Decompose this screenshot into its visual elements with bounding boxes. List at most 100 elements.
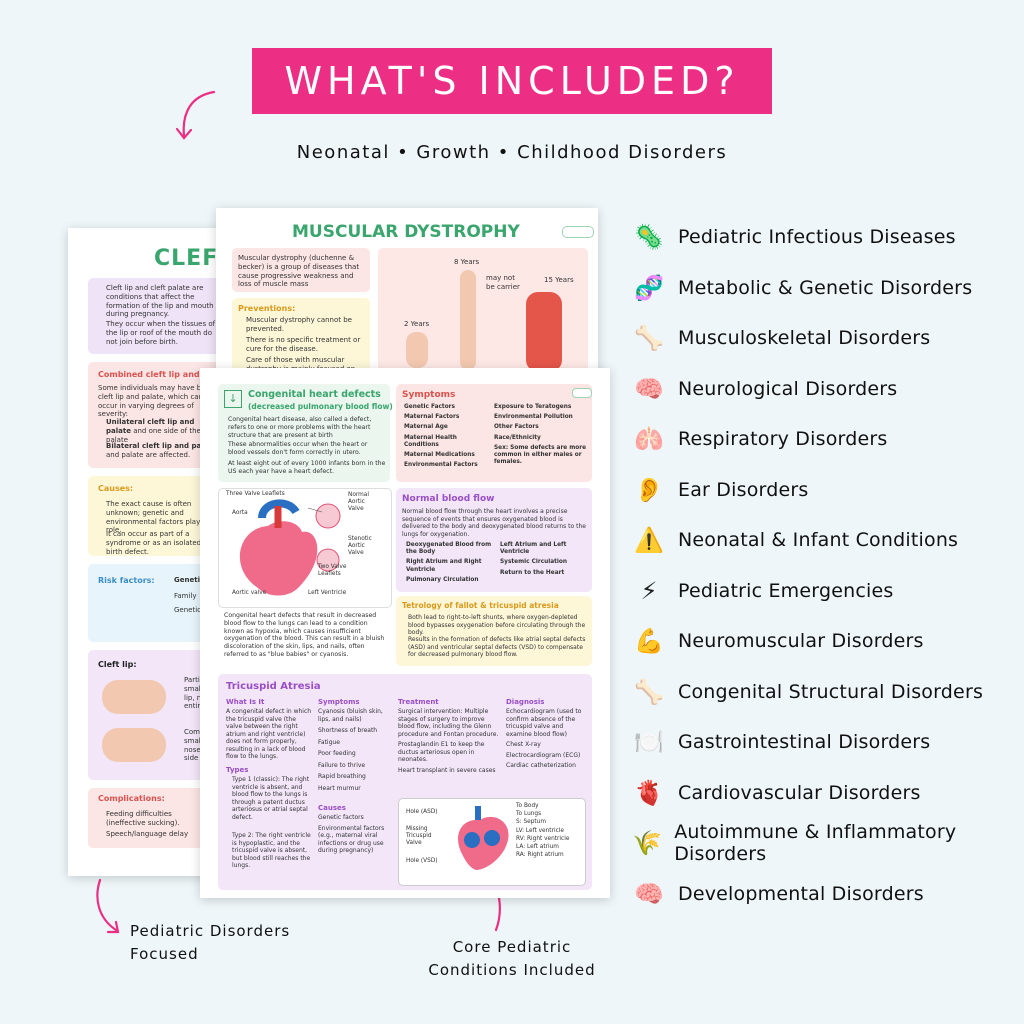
symptom-item: Environmental Factors <box>404 462 478 469</box>
what-heading: What Is It <box>226 698 265 706</box>
cleft-intro-p2: They occur when the tissues of the lip o… <box>106 320 216 346</box>
category-label: Developmental Disorders <box>678 882 924 905</box>
ta-legend-item: S: Septum <box>516 819 546 826</box>
chd-point-3: At least eight out of every 1000 infants… <box>228 460 386 475</box>
tof-point-2: Results in the formation of defects like… <box>408 636 586 658</box>
category-label: Pediatric Infectious Diseases <box>678 226 956 249</box>
md-intro-box <box>232 248 370 292</box>
category-label: Autoimmune & Inflammatory Disorders <box>674 821 957 866</box>
hypoxia-text: Congenital heart defects that result in … <box>224 612 385 658</box>
ta-symptoms-heading: Symptoms <box>318 698 360 706</box>
cleft-lip-illustration-2 <box>102 728 166 762</box>
md-age-2: 8 Years <box>454 258 480 266</box>
cleft-lip-illustration-1 <box>102 680 166 714</box>
sheet-heart-tab <box>572 388 592 398</box>
bone-icon: 🦴 <box>634 324 664 353</box>
category-item: 🍽️Gastrointestinal Disorders <box>632 717 1012 768</box>
ear-icon: 👂 <box>634 475 664 504</box>
lungs-icon: 🫁 <box>634 425 664 454</box>
ta-symptom-item: Rapid breathing <box>318 773 366 780</box>
ta-symptom-item: Heart murmur <box>318 784 361 792</box>
ta-treatment-heading: Treatment <box>398 698 439 706</box>
category-label: Neuromuscular Disorders <box>678 630 924 653</box>
diag-label-three-valve: Three Valve Leaflets <box>226 491 285 497</box>
normal-blood-flow-heading: Normal blood flow <box>402 494 495 504</box>
ta-legend-item: LA: Left atrium <box>516 844 559 851</box>
ta-legend-item: RV: Right ventricle <box>516 835 570 842</box>
chd-point-2: These abnormalities occur when the heart… <box>228 441 368 456</box>
md-child-figure <box>406 332 428 368</box>
ta-symptoms-list: Cyanosis (bluish skin, lips, and nails)S… <box>318 708 394 796</box>
category-item: 🧠Neurological Disorders <box>632 364 1012 415</box>
type-2: Type 2: The right ventricle is hypoplast… <box>232 832 311 869</box>
dna-icon: 🧬 <box>634 273 664 302</box>
ta-treatment-item: Heart transplant in severe cases <box>398 766 496 774</box>
ta-legend-item: To Body <box>516 803 539 809</box>
symptom-item: Exposure to Teratogens <box>494 404 572 410</box>
category-item: 🦴 Musculoskeletal Disorders <box>632 313 1012 364</box>
tricuspid-heading: Tricuspid Atresia <box>226 681 321 692</box>
ta-legend-item: LV: Left ventricle <box>516 827 564 834</box>
cleft-combined-heading: Combined cleft lip and <box>98 370 200 379</box>
subtitle: Neonatal • Growth • Childhood Disorders <box>296 142 728 163</box>
tof-box <box>396 596 592 666</box>
cleft-risk-heading: Risk factors: <box>98 576 155 585</box>
heart-icon: 🫀 <box>634 778 664 807</box>
category-label: Gastrointestinal Disorders <box>678 731 931 754</box>
category-label: Ear Disorders <box>678 478 809 501</box>
symptom-item: Race/Ethnicity <box>494 434 541 441</box>
cleft-causes-1: The exact cause is often unknown; geneti… <box>106 500 207 535</box>
cleft-causes-heading: Causes: <box>98 484 134 493</box>
md-tab <box>562 226 594 238</box>
category-item: 👂 Ear Disorders <box>632 465 1012 516</box>
brain-icon: 🧠 <box>634 879 664 908</box>
category-item: 🫀 Cardiovascular Disorders <box>632 768 1012 819</box>
cleft-comp-1: Feeding difficulties (ineffective suckin… <box>106 810 180 827</box>
cleft-risk-2: Genetic <box>174 606 202 614</box>
title-banner: WHAT'S INCLUDED? <box>252 48 772 114</box>
ta-symptom-item: Shortness of breath <box>318 727 378 734</box>
ta-diagnosis-item: Chest X-ray <box>506 741 541 748</box>
blood-flow-step: Right Atrium and Right Ventricle <box>406 559 482 573</box>
md-age-1: 2 Years <box>404 320 430 328</box>
ta-diagnosis-item: Electrocardiogram (ECG) <box>506 751 581 759</box>
blood-flow-step: Deoxygenated Blood from the Body <box>406 542 492 556</box>
category-list: 🦠Pediatric Infectious Diseases🧬Metabolic… <box>632 212 1012 919</box>
bone-icon: 🦴 <box>634 677 664 706</box>
sheet-heart: ↓ Congenital heart defects (decreased pu… <box>200 368 610 898</box>
ta-symptom-item: Fatigue <box>318 738 340 746</box>
blood-flow-step: Systemic Circulation <box>500 559 568 566</box>
category-item: 🦴Congenital Structural Disorders <box>632 667 1012 718</box>
diag-label-stenotic: Stenotic Aortic Valve <box>348 536 372 557</box>
symptom-item: Maternal Health Conditions <box>404 434 457 448</box>
symptom-item: Maternal Factors <box>404 414 460 421</box>
symptom-item: Environmental Pollution <box>494 414 573 421</box>
cleft-risk-sub: Genetic <box>174 576 205 584</box>
ta-symptom-item: Failure to thrive <box>318 761 366 769</box>
cleft-causes-2: It can occur as part of a syndrome or as… <box>106 530 202 556</box>
ta-cause-item: Genetic factors <box>318 814 364 821</box>
arrow-top-left-icon <box>175 90 216 140</box>
md-intro: Muscular dystrophy (duchenne & becker) i… <box>238 254 360 289</box>
note-core-conditions: Core Pediatric Conditions Included <box>428 938 596 979</box>
category-label: Musculoskeletal Disorders <box>678 327 931 350</box>
cleft-combined-text: Some individuals may have both cleft lip… <box>98 384 213 419</box>
normal-blood-flow-box <box>396 488 592 592</box>
ta-diagnosis-item: Cardiac catheterization <box>506 762 576 769</box>
types-heading: Types <box>226 766 249 774</box>
category-item: 💪Neuromuscular Disorders <box>632 616 1012 667</box>
md-note-1: may not be carrier <box>486 274 520 291</box>
category-item: 🫁Respiratory Disorders <box>632 414 1012 465</box>
wheat-icon: 🌾 <box>632 829 663 858</box>
heart-diagram <box>239 499 341 596</box>
cleft-bi: Bilateral cleft lip and palate and palat… <box>106 442 217 459</box>
category-label: Cardiovascular Disorders <box>678 781 921 804</box>
md-prevent-heading: Preventions: <box>238 304 296 313</box>
cleft-lip-heading: Cleft lip: <box>98 660 137 669</box>
md-title: MUSCULAR DYSTROPHY <box>292 222 520 242</box>
blood-flow-step: Pulmonary Circulation <box>406 576 479 583</box>
